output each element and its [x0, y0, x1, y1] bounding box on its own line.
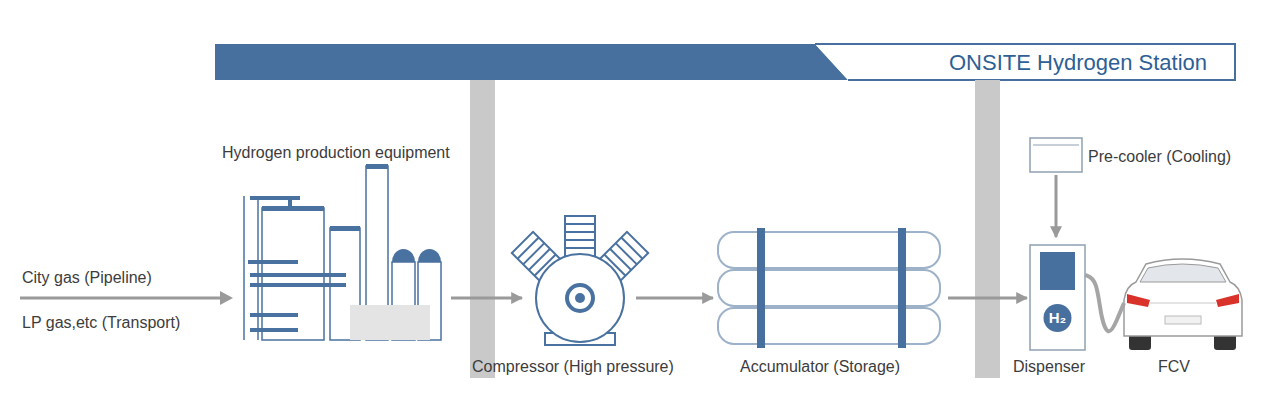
source-label: City gas (Pipeline) — [22, 268, 152, 287]
banner-title: ONSITE Hydrogen Station — [949, 50, 1207, 76]
flow-arrow — [1055, 175, 1058, 237]
storage-cylinders — [718, 228, 940, 348]
fuel-cell-vehicle: FCV — [1122, 258, 1242, 352]
equipment-label: Hydrogen production equipment — [222, 143, 450, 162]
fuel-cell-car — [1124, 259, 1242, 350]
pillar — [470, 80, 495, 378]
station-banner: ONSITE Hydrogen Station — [215, 44, 1235, 80]
compressor-machine — [512, 216, 648, 345]
production-equipment: Hydrogen production equipment — [240, 165, 445, 343]
equipment-label: Pre-cooler (Cooling) — [1088, 147, 1231, 166]
equipment-label: Accumulator (Storage) — [740, 357, 900, 376]
equipment-label: Compressor (High pressure) — [472, 357, 674, 376]
pre-cooler-unit — [1030, 138, 1082, 172]
equipment-label: Dispenser — [1013, 357, 1085, 376]
compressor: Compressor (High pressure) — [525, 212, 630, 347]
hydrogen-symbol: H₂ — [1049, 309, 1067, 327]
arrow-head — [220, 291, 233, 305]
pillar — [975, 80, 1000, 378]
accumulator: Accumulator (Storage) — [716, 228, 942, 348]
production-plant — [244, 164, 441, 340]
source-label: LP gas,etc (Transport) — [22, 313, 180, 332]
banner-frame — [815, 44, 1235, 80]
pre-cooler: Pre-cooler (Cooling) — [1030, 138, 1082, 172]
dispenser: H₂Dispenser — [1030, 245, 1085, 350]
flow-arrow — [451, 297, 522, 300]
flow-arrow — [948, 297, 1027, 300]
banner-bar — [215, 44, 848, 80]
dispenser-unit — [1030, 245, 1085, 350]
flow-arrow — [636, 297, 713, 300]
hose-line — [1085, 275, 1124, 331]
equipment-label: FCV — [1158, 357, 1190, 376]
supply-line — [20, 297, 222, 300]
